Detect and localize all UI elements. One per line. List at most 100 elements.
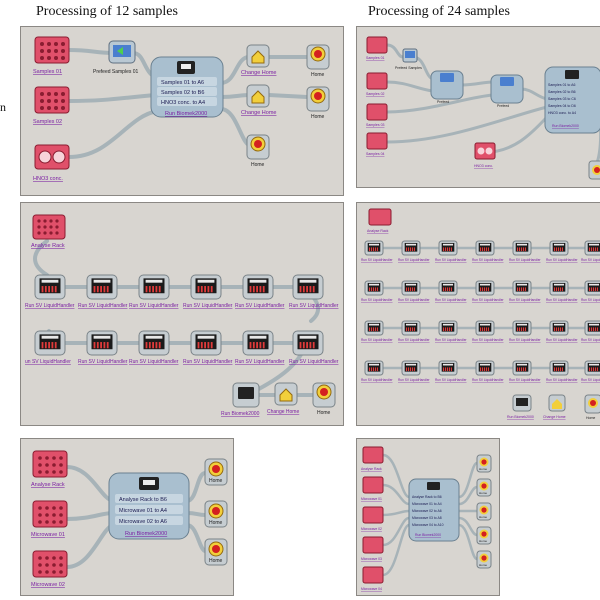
lh-label[interactable]: Run SV LiquidHandler: [581, 338, 600, 342]
biomek-icon[interactable]: [512, 394, 532, 412]
lh-label[interactable]: Run SV LiquidHandler: [546, 338, 578, 342]
rack-icon[interactable]: [362, 566, 384, 584]
link-microwave-01[interactable]: Microwave 01: [31, 532, 65, 538]
liquidhandler-icon[interactable]: [512, 280, 532, 296]
biomek-icon[interactable]: [232, 382, 260, 408]
link-run-biomek[interactable]: Run Biomek2000: [125, 531, 167, 537]
lh-label[interactable]: Run SV LiquidHandler: [361, 378, 393, 382]
lh-label[interactable]: Run SV LiquidHandler: [435, 298, 467, 302]
link-microwave-02[interactable]: Microwave 02: [31, 582, 65, 588]
liquidhandler-icon[interactable]: [584, 280, 600, 296]
liquidhandler-icon[interactable]: [549, 320, 569, 336]
liquidhandler-icon[interactable]: [242, 330, 274, 356]
biomek-block[interactable]: [544, 66, 600, 134]
lh-label[interactable]: Run SV LiquidHandler: [509, 378, 541, 382]
input-link[interactable]: Microwave 03: [361, 557, 382, 561]
liquidhandler-icon[interactable]: [549, 280, 569, 296]
lh-label[interactable]: Run SV LiquidHandler: [546, 298, 578, 302]
lh-label[interactable]: Run SV LiquidHandler: [472, 298, 504, 302]
link-change-home[interactable]: Change Home: [543, 415, 566, 419]
input-link[interactable]: Microwave 02: [361, 527, 382, 531]
lh-label[interactable]: Run SV LiquidHandler: [509, 258, 541, 262]
rack-icon[interactable]: [34, 86, 70, 114]
lh-label[interactable]: Run SV LiquidHandler: [398, 378, 430, 382]
reagent-bottle-icon[interactable]: [34, 144, 70, 170]
liquidhandler-icon[interactable]: [475, 240, 495, 256]
rack-icon[interactable]: [366, 103, 388, 121]
lh-label[interactable]: Run SV LiquidHandler: [361, 298, 393, 302]
link-analyse-rack[interactable]: Analyse Rack: [31, 482, 65, 488]
prefeed-block-2[interactable]: [490, 74, 524, 104]
liquidhandler-icon[interactable]: [34, 330, 66, 356]
link-samples-03[interactable]: Samples 03: [366, 123, 385, 127]
lh-label[interactable]: Run SV LiquidHandler: [472, 258, 504, 262]
lh-label[interactable]: Run SV LiquidHandler: [398, 258, 430, 262]
lh-label[interactable]: Run SV LiquidHandler: [398, 338, 430, 342]
liquidhandler-icon[interactable]: [190, 330, 222, 356]
lh-label[interactable]: Run SV LiquidHandler: [509, 338, 541, 342]
link-samples-02[interactable]: Samples 02: [366, 92, 385, 96]
lh-label[interactable]: Run SV LiquidHandler: [78, 359, 128, 365]
home-icon[interactable]: [246, 134, 270, 160]
link-samples-02[interactable]: Samples 02: [33, 119, 62, 125]
link-run-biomek[interactable]: Run Biomek2000: [165, 111, 207, 117]
rack-icon[interactable]: [362, 476, 384, 494]
lh-label[interactable]: Run SV LiquidHandler: [289, 303, 339, 309]
biomek-block[interactable]: [408, 478, 460, 542]
link-analyse-rack[interactable]: Analyse Rack: [31, 243, 65, 249]
lh-label[interactable]: Run SV LiquidHandler: [546, 258, 578, 262]
lh-label[interactable]: Run SV LiquidHandler: [183, 359, 233, 365]
liquidhandler-icon[interactable]: [584, 360, 600, 376]
link-hno3[interactable]: HNO3 conc.: [33, 176, 63, 182]
home-icon[interactable]: [476, 454, 492, 473]
link-analyse-rack[interactable]: Analyse Rack: [367, 229, 389, 233]
link-change-home-1[interactable]: Change Home: [241, 70, 276, 76]
liquidhandler-icon[interactable]: [190, 274, 222, 300]
liquidhandler-icon[interactable]: [584, 240, 600, 256]
lh-label[interactable]: Run SV LiquidHandler: [581, 298, 600, 302]
liquidhandler-icon[interactable]: [475, 280, 495, 296]
lh-label[interactable]: Run SV LiquidHandler: [129, 359, 179, 365]
link-hno3[interactable]: HNO3 conc.: [474, 164, 493, 168]
rack-icon[interactable]: [366, 72, 388, 90]
home-icon[interactable]: [476, 526, 492, 545]
link-samples-01[interactable]: Samples 01: [366, 56, 385, 60]
link-samples-01[interactable]: Samples 01: [33, 69, 62, 75]
liquidhandler-icon[interactable]: [86, 274, 118, 300]
liquidhandler-icon[interactable]: [438, 360, 458, 376]
link-run-biomek[interactable]: Run Biomek2000: [507, 415, 534, 419]
link-change-home-2[interactable]: Change Home: [241, 110, 276, 116]
home-icon[interactable]: [476, 502, 492, 521]
liquidhandler-icon[interactable]: [549, 240, 569, 256]
liquidhandler-icon[interactable]: [364, 320, 384, 336]
lh-label[interactable]: Run SV LiquidHandler: [581, 378, 600, 382]
link-run-biomek[interactable]: Run Biomek2000: [415, 533, 441, 537]
home-icon[interactable]: [588, 160, 600, 180]
link-samples-04[interactable]: Samples 04: [366, 152, 385, 156]
liquidhandler-icon[interactable]: [512, 320, 532, 336]
lh-label[interactable]: Run SV LiquidHandler: [581, 258, 600, 262]
liquidhandler-icon[interactable]: [401, 320, 421, 336]
rack-icon[interactable]: [362, 506, 384, 524]
change-home-icon[interactable]: [548, 394, 566, 412]
change-home-icon[interactable]: [246, 44, 270, 68]
lh-label[interactable]: Run SV LiquidHandler: [235, 359, 285, 365]
liquidhandler-icon[interactable]: [138, 330, 170, 356]
prefeed-computer-icon[interactable]: [402, 48, 418, 63]
liquidhandler-icon[interactable]: [138, 274, 170, 300]
liquidhandler-icon[interactable]: [401, 360, 421, 376]
liquidhandler-icon[interactable]: [438, 240, 458, 256]
link-change-home[interactable]: Change Home: [267, 409, 299, 415]
home-icon[interactable]: [204, 538, 228, 566]
reagent-bottle-icon[interactable]: [474, 142, 496, 160]
lh-label[interactable]: un SV LiquidHandler: [25, 359, 71, 365]
lh-label[interactable]: Run SV LiquidHandler: [546, 378, 578, 382]
liquidhandler-icon[interactable]: [242, 274, 274, 300]
lh-label[interactable]: Run SV LiquidHandler: [435, 338, 467, 342]
rack-icon[interactable]: [32, 214, 66, 240]
rack-icon[interactable]: [368, 208, 392, 226]
lh-label[interactable]: Run SV LiquidHandler: [25, 303, 75, 309]
lh-label[interactable]: Run SV LiquidHandler: [435, 378, 467, 382]
lh-label[interactable]: Run SV LiquidHandler: [361, 338, 393, 342]
home-icon[interactable]: [204, 500, 228, 528]
